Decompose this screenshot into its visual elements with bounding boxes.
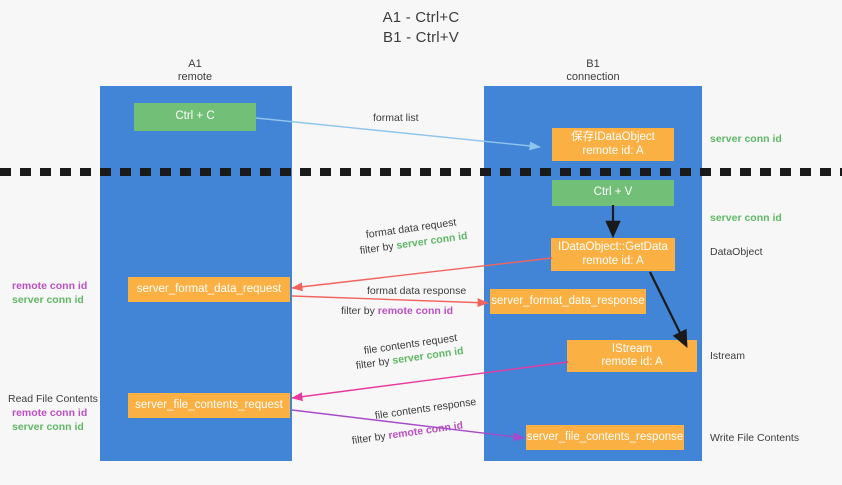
annotation-text: Write File Contents	[710, 432, 800, 444]
annotation-right-server-conn-id-2: server conn id	[710, 211, 782, 225]
annotation-server-conn-id: server conn id	[12, 294, 84, 306]
column-header-a1: A1 remote	[140, 58, 250, 84]
box-istream-sub: remote id: A	[601, 356, 663, 368]
annotation-right-server-conn-id-1: server conn id	[710, 132, 782, 146]
annotation-text: server conn id	[710, 133, 782, 145]
box-ctrl-c[interactable]: Ctrl + C	[134, 103, 256, 131]
filter-prefix: filter by	[341, 305, 378, 317]
box-server-format-data-response-label: server_format_data_response	[491, 294, 645, 307]
box-server-file-contents-response[interactable]: server_file_contents_response	[526, 425, 684, 450]
box-server-format-data-request[interactable]: server_format_data_request	[128, 277, 290, 302]
box-save-idataobject-sub: remote id: A	[582, 144, 644, 157]
box-server-format-data-response[interactable]: server_format_data_response	[490, 289, 646, 314]
filter-prefix: filter by	[359, 239, 398, 257]
annotation-left-read-file-contents: Read File Contents remote conn id server…	[8, 392, 98, 434]
box-idataobject-getdata-sub: remote id: A	[582, 254, 644, 267]
filter-value-remote-conn-id: remote conn id	[387, 419, 464, 442]
annotation-right-istream: Istream	[710, 349, 745, 363]
box-idataobject-getdata-label: IDataObject::GetData	[558, 241, 668, 253]
box-server-file-contents-request[interactable]: server_file_contents_request	[128, 393, 290, 418]
edge-label-format-data-response-filter: filter by remote conn id	[341, 304, 453, 318]
box-server-file-contents-request-label: server_file_contents_request	[135, 398, 283, 411]
box-save-idataobject-label: 保存IDataObject	[571, 131, 655, 143]
page-title-line-2: B1 - Ctrl+V	[383, 29, 459, 46]
annotation-server-conn-id: server conn id	[12, 421, 84, 433]
filter-prefix: filter by	[351, 429, 390, 447]
column-header-b1-name: B1	[586, 58, 600, 70]
annotation-left-conn-ids-1: remote conn id server conn id	[12, 279, 87, 307]
page-title-line-1: A1 - Ctrl+C	[382, 9, 460, 26]
edge-label-format-list-text: format list	[373, 112, 419, 124]
annotation-right-write-file-contents: Write File Contents	[710, 431, 799, 445]
annotation-remote-conn-id: remote conn id	[12, 407, 88, 419]
annotation-heading: Read File Contents	[8, 393, 98, 405]
box-istream[interactable]: IStream remote id: A	[567, 340, 697, 372]
box-idataobject-getdata[interactable]: IDataObject::GetData remote id: A	[551, 238, 675, 271]
column-header-b1: B1 connection	[538, 58, 648, 84]
column-header-a1-name: A1	[188, 58, 202, 70]
filter-value-remote-conn-id: remote conn id	[377, 305, 454, 317]
box-server-file-contents-response-label: server_file_contents_response	[526, 430, 684, 443]
filter-prefix: filter by	[355, 354, 394, 372]
annotation-right-dataobject: DataObject	[710, 245, 763, 259]
annotation-remote-conn-id: remote conn id	[12, 280, 88, 292]
edge-label-format-list: format list	[373, 111, 419, 125]
page-title: A1 - Ctrl+C B1 - Ctrl+V	[0, 8, 842, 48]
column-header-b1-sub: connection	[566, 71, 620, 83]
annotation-text: Istream	[710, 350, 746, 362]
column-header-a1-sub: remote	[177, 71, 213, 83]
box-save-idataobject[interactable]: 保存IDataObject remote id: A	[552, 128, 674, 161]
box-ctrl-v[interactable]: Ctrl + V	[552, 180, 674, 206]
box-istream-label: IStream	[611, 342, 653, 355]
edge-label-format-data-response-text: format data response	[367, 285, 467, 297]
annotation-text: DataObject	[710, 246, 763, 258]
annotation-text: server conn id	[710, 212, 782, 224]
edge-label-format-data-response: format data response	[367, 284, 466, 298]
edge-label-file-contents-response-filter: filter by remote conn id	[351, 418, 464, 447]
box-ctrl-c-label: Ctrl + C	[175, 110, 215, 123]
box-ctrl-v-label: Ctrl + V	[593, 186, 633, 199]
box-server-format-data-request-label: server_format_data_request	[136, 282, 282, 295]
